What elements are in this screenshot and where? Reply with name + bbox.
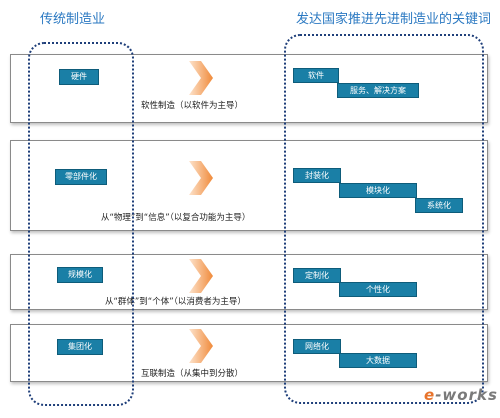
arrow-right-icon [189,61,213,95]
step-modularization: 模块化 [339,183,417,198]
step-services-solutions: 服务、解决方案 [337,83,419,98]
row-caption: 从“群体”到“个体”（以消费者为主导） [105,297,246,307]
row-hardware: 硬件 软性制造（以软件为主导） 软件 服务、解决方案 [10,54,488,123]
arrow-right-icon [189,329,213,363]
left-box-scale: 规模化 [57,267,103,283]
left-box-conglomeration: 集团化 [57,339,103,355]
left-box-hardware: 硬件 [59,69,99,85]
step-systematization: 系统化 [415,198,463,213]
arrow-right-icon [189,259,213,293]
e-works-watermark-logo: e-works [424,386,498,404]
traditional-manufacturing-header: 传统制造业 [40,12,106,27]
left-box-componentization: 零部件化 [55,169,107,185]
advanced-manufacturing-keywords-header: 发达国家推进先进制造业的关键词 [296,12,492,27]
step-customization: 定制化 [293,268,341,283]
row-caption: 从“物理”到“信息”（以复合功能为主导） [101,213,251,223]
row-scale: 规模化 从“群体”到“个体”（以消费者为主导） 定制化 个性化 [10,254,488,310]
row-conglomeration: 集团化 互联制造（从集中到分散） 网络化 大数据 [10,324,488,382]
step-software: 软件 [293,68,339,83]
row-caption: 软性制造（以软件为主导） [141,101,244,111]
step-personalization: 个性化 [339,282,417,297]
step-networking: 网络化 [293,339,341,354]
row-caption: 互联制造（从集中到分散） [141,369,244,379]
row-componentization: 零部件化 从“物理”到“信息”（以复合功能为主导） 封装化 模块化 系统化 [10,140,488,231]
step-big-data: 大数据 [339,353,417,368]
step-packaging: 封装化 [293,168,341,183]
arrow-right-icon [189,161,213,195]
